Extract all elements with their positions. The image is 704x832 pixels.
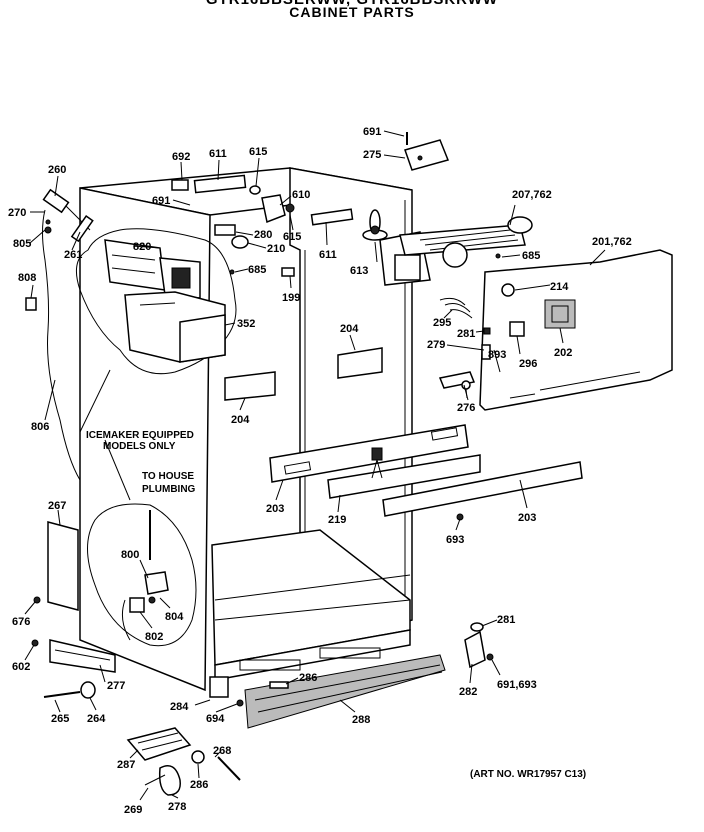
label-685-right: 685 (522, 250, 540, 262)
control-panel (479, 249, 673, 411)
model-line: GTR16BBSERWW, GTR16BBSKRWW (0, 0, 704, 8)
label-269: 269 (124, 804, 142, 816)
top-controls (171, 132, 533, 286)
lower-parts (31, 253, 501, 796)
art-number: (ART NO. WR17957 C13) (470, 769, 586, 780)
label-210: 210 (267, 243, 285, 255)
brackets (224, 347, 383, 401)
cabinet-body (49, 167, 413, 692)
plumbing-parts (121, 510, 169, 641)
label-800: 800 (121, 549, 139, 561)
label-287: 287 (117, 759, 135, 771)
label-270: 270 (8, 207, 26, 219)
label-602: 602 (12, 661, 30, 673)
label-805: 805 (13, 238, 31, 250)
label-267: 267 (48, 500, 66, 512)
label-282: 282 (459, 686, 477, 698)
label-296: 296 (519, 358, 537, 370)
section-title: CABINET PARTS (289, 4, 415, 20)
label-203-right: 203 (518, 512, 536, 524)
label-611-mid: 611 (319, 249, 337, 261)
label-265: 265 (51, 713, 69, 725)
part-labels: 691 275 692 611 615 691 610 260 270 805 … (8, 126, 632, 816)
label-261: 261 (64, 249, 82, 261)
label-611-top: 611 (209, 148, 227, 160)
label-275: 275 (363, 149, 381, 161)
label-808: 808 (18, 272, 36, 284)
leader-lines (24, 130, 606, 801)
label-204-right: 204 (340, 323, 359, 335)
label-286-mid: 286 (299, 672, 317, 684)
label-685-mid: 685 (248, 264, 266, 276)
label-207-762: 207,762 (512, 189, 552, 201)
label-691-top: 691 (363, 126, 381, 138)
label-281-low: 281 (497, 614, 515, 626)
label-277: 277 (107, 680, 125, 692)
label-804: 804 (165, 611, 184, 623)
label-692: 692 (172, 151, 190, 163)
label-820: 820 (133, 241, 151, 253)
label-199: 199 (282, 292, 300, 304)
fan-blade-icon (362, 209, 388, 241)
icemaker-note-line1: ICEMAKER EQUIPPED (86, 430, 194, 441)
label-802: 802 (145, 631, 163, 643)
label-610: 610 (292, 189, 310, 201)
label-615-mid: 615 (283, 231, 301, 243)
label-268: 268 (213, 745, 231, 757)
shelf-rails (269, 424, 583, 517)
label-352: 352 (237, 318, 255, 330)
plumbing-note-line1: TO HOUSE (142, 471, 194, 482)
label-279: 279 (427, 339, 445, 351)
label-201-762: 201,762 (592, 236, 632, 248)
label-615-top: 615 (249, 146, 267, 158)
label-260: 260 (48, 164, 66, 176)
label-676: 676 (12, 616, 30, 628)
label-693: 693 (446, 534, 464, 546)
label-286-low: 286 (190, 779, 208, 791)
label-613: 613 (350, 265, 368, 277)
label-691-left: 691 (152, 195, 170, 207)
label-694: 694 (206, 713, 225, 725)
label-214: 214 (550, 281, 569, 293)
icemaker-note-line2: MODELS ONLY (103, 441, 176, 452)
label-295: 295 (433, 317, 451, 329)
label-202: 202 (554, 347, 572, 359)
label-278: 278 (168, 801, 186, 813)
label-219: 219 (328, 514, 346, 526)
label-281-mid: 281 (457, 328, 475, 340)
label-288: 288 (352, 714, 370, 726)
label-264: 264 (87, 713, 106, 725)
label-806: 806 (31, 421, 49, 433)
access-panel (47, 521, 79, 611)
label-691-693: 691,693 (497, 679, 537, 691)
label-203-left: 203 (266, 503, 284, 515)
label-204-left: 204 (231, 414, 250, 426)
icemaker-unit (104, 239, 226, 363)
label-893: 893 (488, 349, 506, 361)
plumbing-note-line2: PLUMBING (142, 484, 196, 495)
label-276: 276 (457, 402, 475, 414)
label-280: 280 (254, 229, 272, 241)
label-284: 284 (170, 701, 189, 713)
